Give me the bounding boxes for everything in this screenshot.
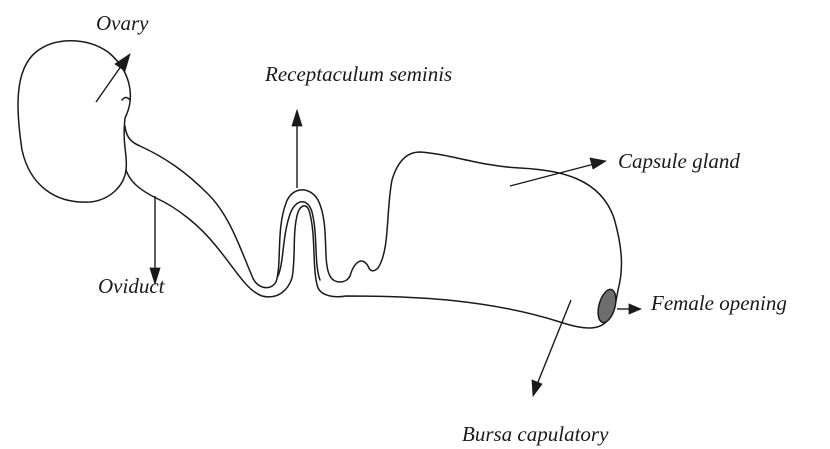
- bursa-pointer-line: [536, 300, 571, 387]
- female-opening-shape: [595, 288, 619, 325]
- bursa-capulatory-label: Bursa capulatory: [462, 422, 609, 446]
- ovary-label: Ovary: [96, 11, 149, 35]
- female-opening-pointer-arrowhead: [629, 304, 641, 314]
- capsule-gland-label: Capsule gland: [618, 149, 740, 173]
- capsule-pointer-arrowhead: [590, 158, 606, 169]
- oviduct-label: Oviduct: [98, 274, 166, 298]
- oviduct-outer-wall: [125, 126, 378, 288]
- female-opening-label: Female opening: [650, 291, 787, 315]
- receptaculum-pointer-arrowhead: [292, 110, 302, 126]
- capsule-gland-outline: [378, 152, 621, 314]
- ovary-pointer-arrowhead: [115, 54, 130, 71]
- receptaculum-seminis-label: Receptaculum seminis: [264, 62, 452, 86]
- ovary-pointer-line: [96, 62, 124, 102]
- ovary-outline: [18, 41, 130, 202]
- ovary-tick-mark: [122, 98, 130, 101]
- bursa-pointer-arrowhead: [532, 380, 542, 396]
- oviduct-inner-wall: [126, 170, 612, 328]
